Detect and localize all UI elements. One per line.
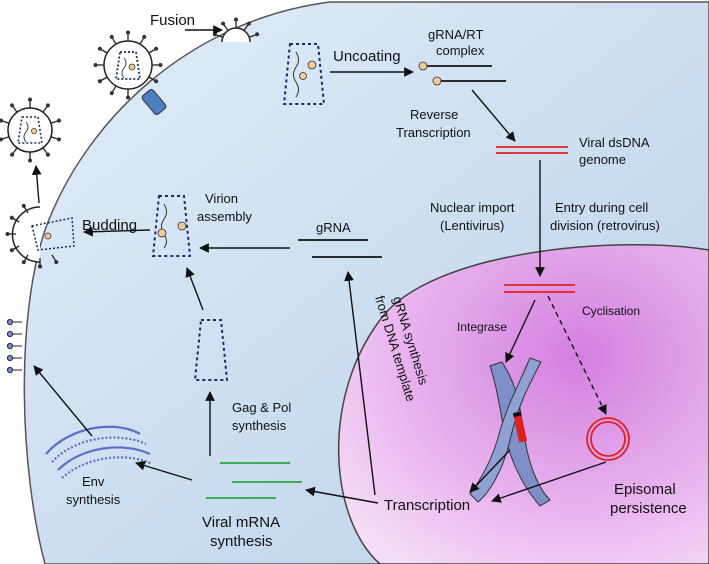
uncoating-capsid — [282, 43, 326, 105]
env-spikes-icon — [6, 318, 22, 374]
receptor-icon — [141, 89, 167, 115]
label-transcription: Transcription — [384, 497, 470, 514]
empty-capsid — [193, 319, 229, 381]
budding-virion — [4, 202, 75, 270]
nucleus — [337, 244, 709, 564]
label-viral-mrna-synthesis: Viral mRNA synthesis — [202, 514, 283, 550]
chromosome-icon — [469, 357, 551, 507]
viral-dsdna-genome — [496, 146, 568, 154]
label-integrase: Integrase — [457, 320, 507, 334]
nuclear-dsdna — [504, 284, 575, 293]
label-virion-assembly: Virion assembly — [197, 191, 252, 224]
assembly-capsid — [151, 195, 192, 257]
grna-rt-complex — [418, 61, 506, 86]
label-cyclisation: Cyclisation — [582, 304, 640, 318]
released-virion — [0, 96, 63, 164]
label-viral-dsdna-genome: Viral dsDNA genome — [579, 135, 652, 167]
grna-strands — [298, 239, 382, 258]
episome-icon — [586, 417, 630, 461]
label-grna: gRNA — [316, 220, 351, 235]
er-icon — [45, 425, 153, 479]
label-reverse-transcription: Reverse Transcription — [396, 107, 471, 140]
viral-mrna-strands — [206, 462, 302, 499]
label-gag-pol-synthesis: Gag & Pol synthesis — [232, 400, 295, 433]
pathway-arrows — [31, 25, 607, 504]
label-budding: Budding — [82, 217, 137, 234]
capsid-icon — [114, 51, 142, 80]
fusion-virion — [92, 29, 164, 101]
fused-virion — [211, 16, 261, 43]
label-nuclear-import: Nuclear import (Lentivirus) — [430, 200, 518, 233]
label-fusion: Fusion — [150, 12, 195, 29]
label-episomal-persistence: Episomal persistence — [610, 481, 687, 517]
label-grna-rt-complex: gRNA/RT complex — [428, 27, 487, 58]
label-env-synthesis: Env synthesis — [66, 474, 121, 507]
label-uncoating: Uncoating — [333, 48, 401, 65]
label-entry-during-division: Entry during cell division (retrovirus) — [550, 200, 660, 233]
